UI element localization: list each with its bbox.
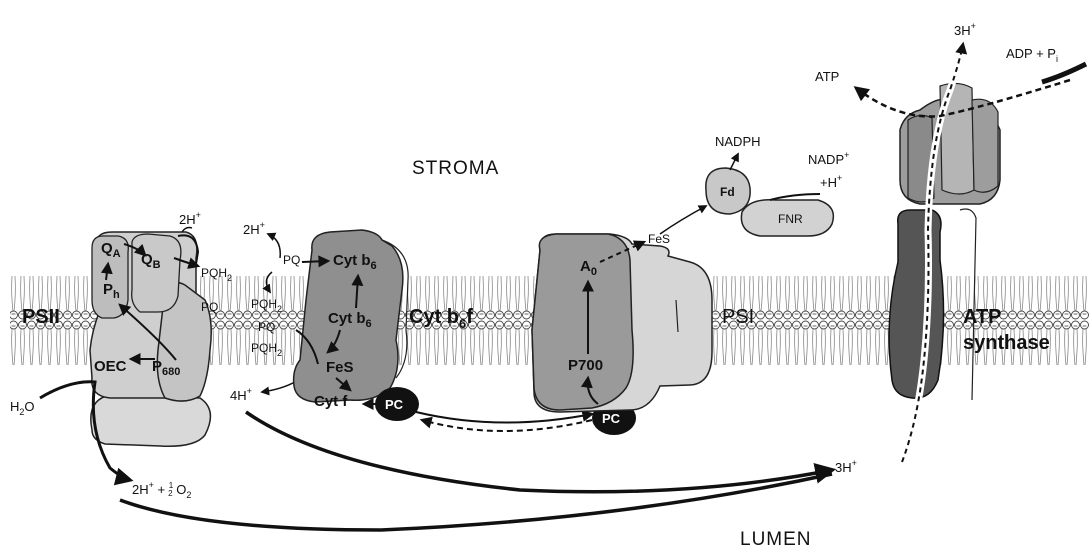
pq-a: PQ [201,300,218,314]
atp-synthase-label-line1: ATP [963,306,1002,328]
fes-cyt-label: FeS [326,359,354,376]
arrow-fes-to-fd [660,206,706,234]
fes-psi-label: FeS [648,232,670,246]
fd-label: Fd [720,185,735,199]
stroma-label: STROMA [412,158,499,179]
nadph-label: NADPH [715,134,761,149]
adp-label: ADP + Pi [1006,46,1058,64]
cytf-label: Cyt f [314,393,348,410]
h2o-label: H2O [10,399,35,417]
arrow-pc-diffusion [416,412,592,423]
pq-c: PQ [258,320,275,334]
h2-top-right: 2H+ [243,220,265,237]
h-plus-label: +H+ [820,173,842,190]
h3-bottom-label: 3H+ [835,458,857,475]
atp-synthase-label-line2: synthase [963,332,1050,354]
arrow-4h-to-atp-synthase [246,412,832,492]
atp-label: ATP [815,69,839,84]
psi-label: PSI [722,306,754,328]
pq-b: PQ [283,253,300,267]
arrow-2h-to-atp-synthase [120,474,832,530]
nadp-label: NADP+ [808,150,849,167]
arrow-pq-to-cytb6 [302,261,328,262]
fnr-label: FNR [778,212,803,226]
pc1-label: PC [385,397,404,412]
pc2-label: PC [602,411,621,426]
p700-label: P700 [568,357,603,374]
arrow-to-nadph [730,154,738,170]
h4-label: 4H+ [230,386,252,403]
h3-top-label: 3H+ [954,21,976,38]
h2-top-left: 2H+ [179,210,201,227]
psii-label: PSII [22,306,60,328]
arrow-adp-stroke [1042,64,1086,82]
oec-label: OEC [94,358,127,375]
arrow-nadp-reduction [770,194,820,200]
psi-complex [532,234,712,412]
lumen-label: LUMEN [740,529,812,548]
